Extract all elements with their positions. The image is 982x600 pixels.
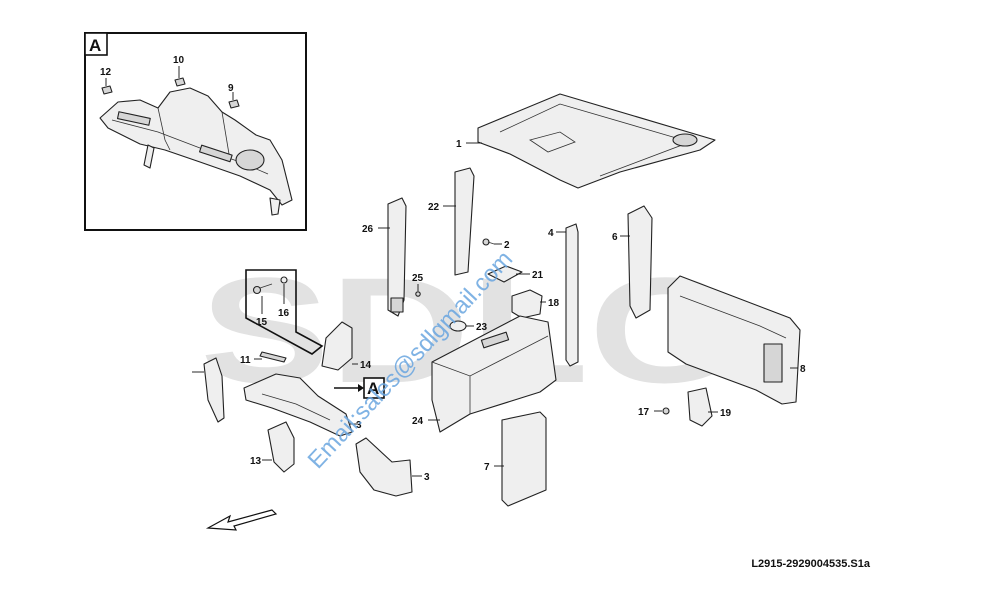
label-2: 3 xyxy=(356,420,362,431)
label-24: 25 xyxy=(412,273,424,284)
storage-box-18 xyxy=(511,289,543,319)
label-4: 4 xyxy=(548,228,554,239)
strip-11 xyxy=(259,351,287,363)
detail-label-9: 9 xyxy=(228,83,234,94)
panel-19 xyxy=(687,387,713,427)
screw-17 xyxy=(662,407,670,415)
pillar-trim-6 xyxy=(627,205,653,319)
label-17: 17 xyxy=(638,407,650,418)
vertical-trim-4 xyxy=(565,223,579,367)
fastener-group: 15 16 xyxy=(245,269,324,355)
bracket-20 xyxy=(487,265,523,283)
detail-reference-a: A xyxy=(334,377,385,399)
label-23: 23 xyxy=(476,322,488,333)
bolt-15 xyxy=(252,283,273,295)
floor-panel-7 xyxy=(501,411,547,507)
detail-label-10: 10 xyxy=(173,55,185,66)
console-22 xyxy=(431,315,557,433)
screw-5 xyxy=(482,238,495,246)
label-3-visible: 3 xyxy=(424,472,430,483)
label-20: 21 xyxy=(532,270,544,281)
label-6: 6 xyxy=(612,232,618,243)
label-13: 13 xyxy=(250,456,262,467)
label-8: 8 xyxy=(800,364,806,375)
clip-24 xyxy=(415,291,421,297)
reference-code: L2915-2929004535.S1a xyxy=(751,558,870,570)
label-5: 2 xyxy=(504,240,510,251)
label-26: 26 xyxy=(362,224,374,235)
duct-14 xyxy=(321,321,353,371)
label-15: 15 xyxy=(256,317,268,328)
duct-13 xyxy=(267,421,295,473)
label-19: 19 xyxy=(720,408,732,419)
bracket-25 xyxy=(203,357,225,423)
label-14: 14 xyxy=(360,360,372,371)
label-1: 1 xyxy=(456,139,462,150)
detail-label-12: 12 xyxy=(100,67,112,78)
pillar-trim-26 xyxy=(387,197,407,317)
label-16: 16 xyxy=(278,308,290,319)
pillar-trim-21 xyxy=(454,167,475,276)
label-21: 22 xyxy=(428,202,440,213)
direction-arrow xyxy=(205,509,278,531)
detail-view-a: A 12 10 9 xyxy=(84,32,307,231)
label-11: 11 xyxy=(240,355,251,366)
washer-16 xyxy=(280,276,288,284)
roof-panel xyxy=(477,93,716,189)
detail-reference-tag: A xyxy=(367,379,379,398)
label-22: 24 xyxy=(412,416,424,427)
side-panel-3 xyxy=(355,437,413,497)
detail-box-tag: A xyxy=(89,36,101,55)
label-7: 7 xyxy=(484,462,490,473)
label-18: 18 xyxy=(548,298,560,309)
